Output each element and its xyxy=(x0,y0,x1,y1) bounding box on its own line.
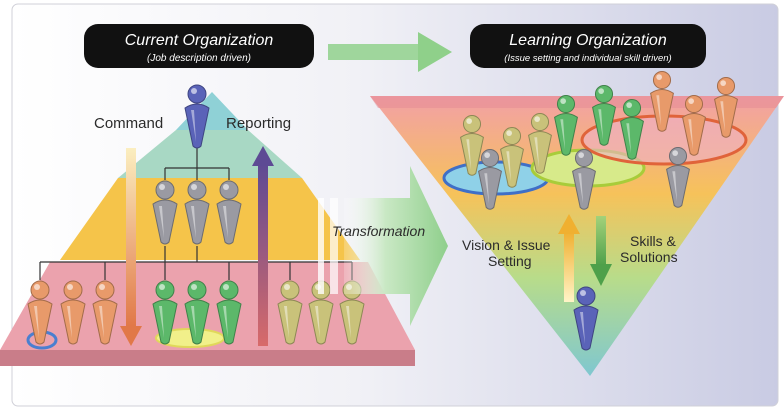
current-organization-title: Current Organization xyxy=(125,32,274,49)
person-figure-staff xyxy=(152,280,178,345)
reporting-label: Reporting xyxy=(226,115,291,132)
learning-organization-header: Learning Organization (Issue setting and… xyxy=(470,24,706,68)
people-current-organization xyxy=(27,84,365,345)
person-figure-team xyxy=(554,94,578,156)
person-figure-staff xyxy=(60,280,86,345)
reporting-arrow xyxy=(252,146,274,346)
person-figure-manager xyxy=(184,180,210,245)
learning-organization-subtitle: (Issue setting and individual skill driv… xyxy=(504,53,671,64)
person-figure-team xyxy=(620,98,644,160)
person-figure-staff xyxy=(92,280,118,345)
person-figure-leader-bottom xyxy=(573,286,599,351)
person-figure-staff xyxy=(216,280,242,345)
person-figure-team xyxy=(478,148,502,210)
person-figure-leader xyxy=(184,84,210,149)
learning-organization-title: Learning Organization xyxy=(509,32,667,49)
vision-issue-label-line1: Vision & Issue xyxy=(462,237,551,253)
pyramid-base-edge xyxy=(0,350,415,366)
header-arrow xyxy=(328,32,452,72)
transformation-arrow xyxy=(318,166,448,326)
person-figure-team xyxy=(682,94,706,156)
skills-label-line2: Solutions xyxy=(620,249,678,265)
transformation-label: Transformation xyxy=(332,223,425,239)
skills-label-line1: Skills & xyxy=(630,233,677,249)
person-figure-team xyxy=(666,146,690,208)
skills-solutions-arrow xyxy=(590,216,612,286)
person-figure-staff xyxy=(308,280,334,345)
current-organization-subtitle: (Job description driven) xyxy=(147,53,251,64)
person-figure-team xyxy=(500,126,524,188)
command-label: Command xyxy=(94,115,163,132)
vision-issue-arrow xyxy=(558,214,580,302)
person-figure-manager xyxy=(216,180,242,245)
person-figure-staff xyxy=(277,280,303,345)
person-figure-team xyxy=(528,112,552,174)
person-figure-team xyxy=(572,148,596,210)
current-organization-header: Current Organization (Job description dr… xyxy=(84,24,314,68)
person-figure-staff xyxy=(27,280,53,345)
command-arrow xyxy=(120,148,142,346)
person-figure-team xyxy=(592,84,616,146)
person-figure-manager xyxy=(152,180,178,245)
person-figure-team xyxy=(650,70,674,132)
person-figure-team xyxy=(460,114,484,176)
person-figure-staff xyxy=(184,280,210,345)
person-figure-team xyxy=(714,76,738,138)
people-learning-organization xyxy=(460,70,738,351)
vision-issue-label-line2: Setting xyxy=(488,253,532,269)
